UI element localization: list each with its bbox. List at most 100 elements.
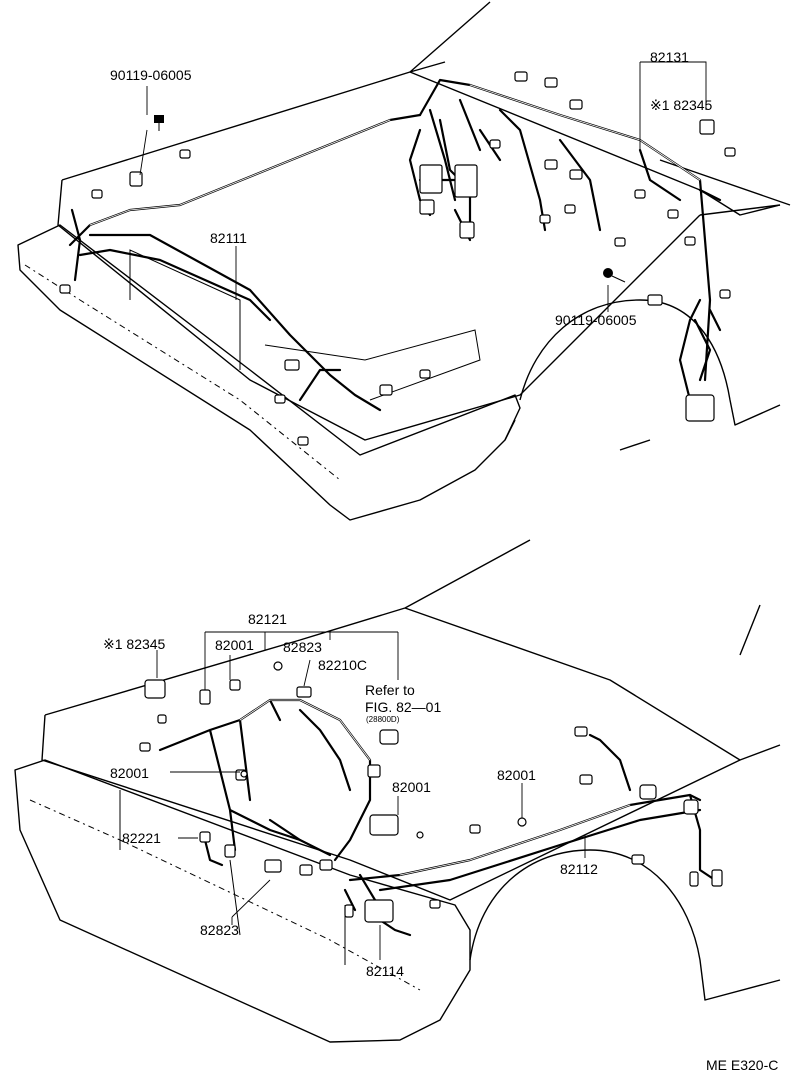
connector [224, 844, 236, 858]
bolt-icon [603, 268, 626, 283]
connector [724, 147, 736, 157]
connector [667, 209, 679, 219]
connector [569, 169, 583, 180]
part-label-82001-right: 82001 [497, 767, 536, 783]
radiator-support [129, 249, 481, 401]
connector [199, 831, 211, 843]
clamp-82001 [273, 661, 283, 671]
part-label-82111: 82111 [210, 230, 247, 246]
connector [514, 71, 528, 82]
connector [429, 899, 441, 909]
part-label-82221: 82221 [122, 830, 161, 846]
connector [157, 714, 167, 724]
clamp-82001 [240, 770, 248, 778]
connector [689, 871, 699, 887]
connector [569, 99, 583, 110]
connector [579, 774, 593, 785]
connector [489, 139, 501, 149]
part-label-82345-bottom: ※1 82345 [103, 636, 166, 652]
connector [319, 859, 333, 871]
relay-82345-top [699, 119, 715, 135]
connector [419, 199, 435, 215]
grommet [683, 799, 699, 815]
bottom-vehicle-view [14, 539, 781, 1043]
grommet [639, 784, 657, 800]
part-label-82001-a: 82001 [215, 637, 254, 653]
connector [459, 221, 475, 239]
connector [634, 189, 646, 199]
connector [379, 384, 393, 396]
part-label-82001-center: 82001 [392, 779, 431, 795]
connector [419, 369, 431, 379]
connector [91, 189, 103, 199]
fender-arch [469, 849, 781, 1001]
connector [684, 236, 696, 246]
connector [299, 864, 313, 876]
part-label-82210c: 82210C [318, 657, 367, 673]
connector [297, 436, 309, 446]
connector [284, 359, 300, 371]
connector [199, 689, 211, 705]
part-label-82823-lower: 82823 [200, 922, 239, 938]
connector [574, 726, 588, 737]
part-label-82131: 82131 [650, 49, 689, 65]
connector [469, 824, 481, 834]
bolt-icon [154, 115, 164, 131]
clamp-82001-block [369, 814, 399, 836]
connector [139, 742, 151, 752]
part-labels: 90119-06005 82111 82131 ※1 82345 90119-0… [103, 49, 778, 1073]
refer-to-label: Refer to [365, 682, 415, 698]
bumper-centerline [24, 264, 341, 481]
connector [367, 764, 381, 778]
leader-82131 [639, 61, 707, 150]
connector [647, 294, 663, 306]
engine-bay-inner [57, 179, 701, 441]
part-label-82114: 82114 [366, 963, 404, 979]
engine-relay-block [419, 164, 443, 194]
front-bumper [14, 759, 471, 1043]
connector [229, 679, 241, 691]
windshield-outline [404, 539, 781, 761]
connector [59, 284, 71, 294]
clamp-82001 [517, 817, 527, 827]
leader-82121 [204, 631, 399, 690]
part-82114-block [364, 899, 394, 923]
bracket-82823-upper [296, 686, 312, 698]
clamp-82001 [416, 831, 424, 839]
connector [564, 204, 576, 214]
part-label-90119-06005-right: 90119-06005 [555, 312, 637, 328]
connector [711, 869, 723, 887]
part-label-82112: 82112 [560, 861, 598, 877]
connector [539, 214, 551, 224]
part-82210c [379, 729, 399, 745]
radiator-support [119, 790, 346, 965]
leader-82823-lower [231, 879, 271, 925]
connector [719, 289, 731, 299]
top-vehicle-view [17, 1, 791, 521]
connector [544, 77, 558, 88]
fender-line [504, 204, 781, 451]
connector [344, 904, 354, 918]
relay-82345-bottom [144, 679, 166, 699]
apron-wire-bundle [678, 298, 722, 402]
front-bumper [17, 224, 521, 521]
connector [129, 171, 143, 187]
leader-90119-upper [139, 86, 148, 176]
bracket-82823-lower [264, 859, 282, 873]
engine-relay-block [454, 164, 478, 198]
refer-code-label: (28800D) [366, 715, 400, 724]
wire-82221 [203, 818, 302, 867]
part-label-90119-06005-upper: 90119-06005 [110, 67, 192, 83]
connector [274, 394, 286, 404]
fender-arch [519, 299, 781, 426]
part-label-82001-left: 82001 [110, 765, 149, 781]
bumper-centerline [29, 799, 421, 991]
harness-82112 [348, 733, 717, 892]
leader-82823-upper [303, 659, 311, 687]
junction-block [685, 394, 715, 422]
figure-code: ME E320-C [706, 1057, 778, 1073]
connector [179, 149, 191, 159]
engine-bay-outline [41, 607, 741, 901]
harness-82121 [158, 698, 372, 862]
